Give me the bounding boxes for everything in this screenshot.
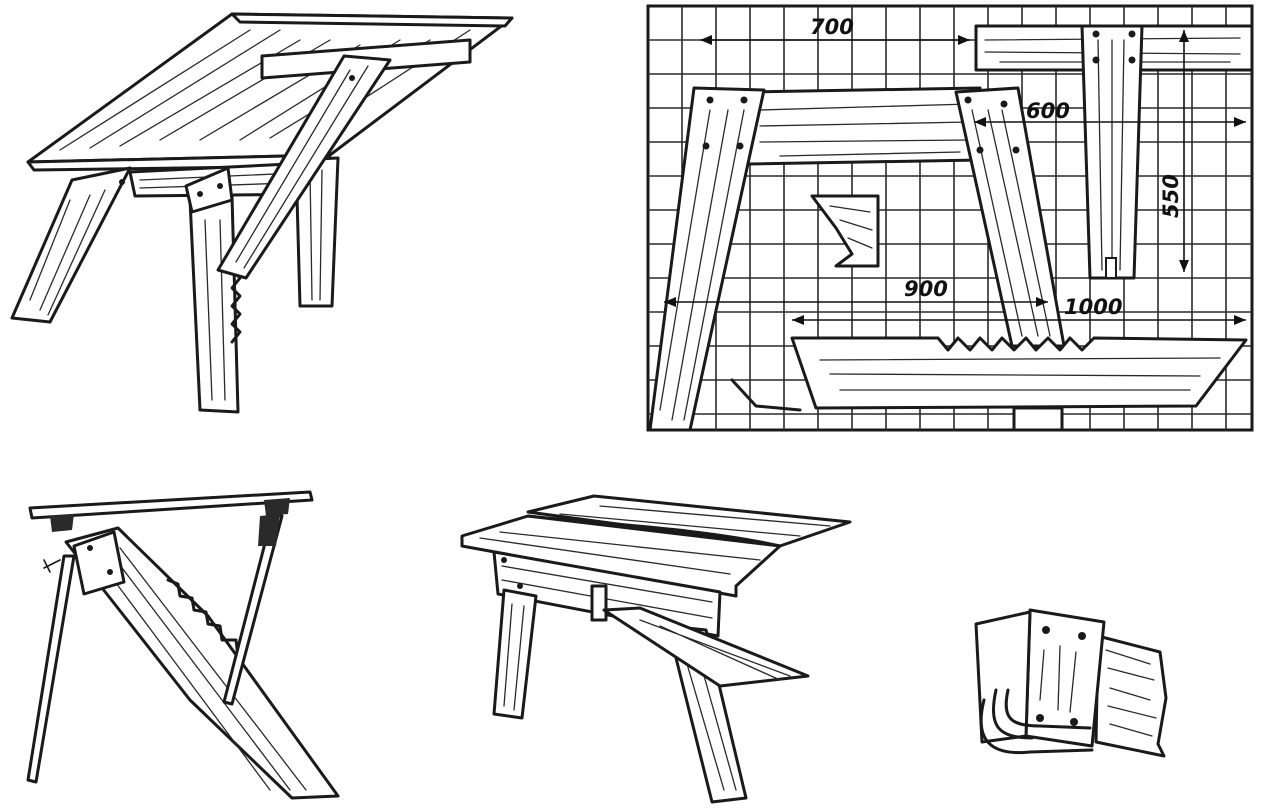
table-perspective-open [460,494,852,804]
front-leg-left [492,588,538,720]
side-tabletop [28,490,314,520]
dim-550: 550 [1159,174,1183,218]
notched-board [790,336,1248,410]
brace-board [216,54,392,280]
dimension-grid-drawing: 700 600 550 900 1000 [646,4,1254,432]
beam-end [1094,634,1168,758]
dim-1000: 1000 [1064,295,1122,319]
side-cheek [974,610,1032,744]
frame-leg-left [648,86,766,432]
dim-900: 900 [904,277,948,301]
bracket-detail [974,608,1168,758]
side-leg-left [26,554,76,784]
hook [730,378,802,412]
folding-table-side-view [26,490,340,800]
folding-table-perspective [10,12,514,414]
leg-left [10,166,132,324]
metal-hook [979,698,1094,755]
dim-600: 600 [1026,99,1070,123]
leg-center [188,194,240,414]
stepped-board [64,526,340,800]
wedge-block [810,194,880,268]
dim-700: 700 [810,15,854,39]
